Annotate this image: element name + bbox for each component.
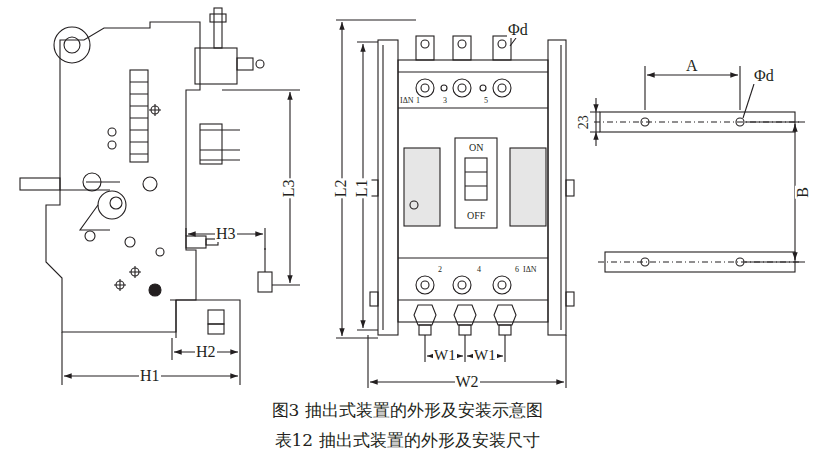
terminal-number: 6 bbox=[514, 266, 520, 274]
figure-caption: 图3 抽出式装置的外形及安装示意图 bbox=[272, 400, 543, 420]
dimension-label: H1 bbox=[139, 368, 161, 385]
dimension-label: L2 bbox=[333, 178, 350, 198]
busbar-view bbox=[590, 66, 805, 272]
terminal-number: 4 bbox=[476, 266, 482, 274]
terminal-marking: IΔN bbox=[522, 266, 538, 274]
hole-diameter: Φd bbox=[507, 22, 529, 39]
dimension-label: W2 bbox=[455, 374, 480, 391]
dimension-label: W1 bbox=[473, 348, 497, 364]
dimension-label: L3 bbox=[281, 178, 298, 198]
switch-marking: ON bbox=[468, 143, 484, 154]
switch-marking: OFF bbox=[466, 211, 486, 222]
dimension-label: W1 bbox=[433, 348, 457, 364]
hole-diameter: Φd bbox=[753, 68, 775, 85]
terminal-number: 5 bbox=[483, 97, 489, 105]
dimension-label: H2 bbox=[195, 344, 217, 361]
side-view bbox=[20, 8, 300, 385]
dimension-label: A bbox=[685, 58, 699, 75]
dimension-label: H3 bbox=[215, 226, 237, 243]
dimension-label: L1 bbox=[354, 178, 371, 198]
table-title: 表12 抽出式装置的外形及安装尺寸 bbox=[275, 430, 540, 450]
terminal-marking: IΔN bbox=[399, 97, 415, 105]
terminal-number: 2 bbox=[437, 266, 443, 274]
terminal-number: 3 bbox=[442, 97, 448, 105]
terminal-number: 1 bbox=[415, 97, 421, 105]
dimension-label: 23 bbox=[577, 114, 592, 130]
front-view bbox=[336, 20, 574, 388]
dimension-label: B bbox=[794, 186, 811, 199]
